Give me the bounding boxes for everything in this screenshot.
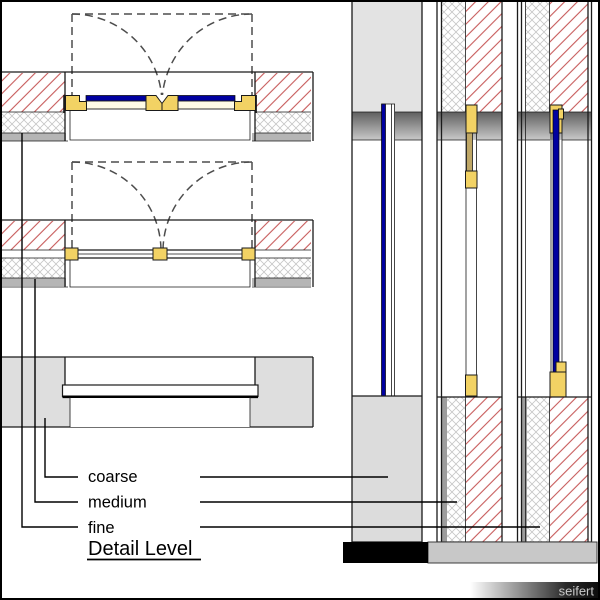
glazing-bar <box>85 95 147 102</box>
medium-section-view <box>436 2 503 543</box>
insulation-hatch <box>255 258 311 278</box>
insulation-hatch <box>2 258 65 278</box>
door-leaf-open-dashed <box>71 161 253 249</box>
insulation-hatch <box>526 2 550 112</box>
insulation-hatch <box>447 397 466 542</box>
layer-boundary <box>525 2 550 542</box>
wall-lower <box>352 396 422 542</box>
wall-edges <box>351 2 423 543</box>
door-leaf-body <box>177 100 236 110</box>
wall-upper <box>352 2 422 112</box>
scale-bar <box>343 542 428 563</box>
frame-block-right <box>241 247 256 261</box>
opening-jambs <box>64 357 256 388</box>
door-leaf-section <box>381 103 386 397</box>
opening-lower <box>70 398 250 427</box>
legend: coarse medium fine Detail Level <box>87 468 201 561</box>
door-swing-arc-right <box>161 13 253 105</box>
opening-reveal <box>69 110 251 141</box>
door-slab <box>61 384 259 398</box>
brick-hatch <box>2 221 65 250</box>
plaster-strip <box>252 278 311 286</box>
plaster-strip <box>252 133 311 141</box>
plaster-strip <box>441 397 447 542</box>
insulation-hatch <box>255 112 311 133</box>
fine-plan-view <box>2 13 314 142</box>
brick-hatch <box>255 73 311 112</box>
brick-hatch <box>466 2 502 112</box>
door-swing-arc-left <box>71 13 163 105</box>
threshold-block <box>549 371 567 398</box>
insulation-hatch <box>527 397 550 542</box>
door-mid-rail <box>465 170 478 189</box>
lintel-border-lines <box>437 111 502 141</box>
frame-head-step <box>558 108 564 120</box>
signature-text: seifert <box>559 584 595 599</box>
frame-block-right <box>234 95 256 111</box>
coarse-section-view <box>351 2 423 543</box>
plaster-strip <box>2 278 66 286</box>
insulation-hatch <box>442 2 466 112</box>
section-views <box>351 2 593 543</box>
frame-block-left <box>64 247 79 261</box>
brick-hatch <box>255 221 311 250</box>
gradient-strip <box>470 582 598 599</box>
door-bottom-rail <box>465 374 478 397</box>
fine-section-view <box>516 2 593 543</box>
label-fine: fine <box>88 519 115 537</box>
wall-edges <box>516 2 593 543</box>
wall-edges <box>436 2 503 543</box>
medium-plan-view <box>2 161 314 288</box>
brick-hatch <box>550 397 588 542</box>
legend-title: Detail Level <box>88 538 193 560</box>
door-swing-arc-left <box>71 161 162 252</box>
meeting-stile-right <box>161 95 179 111</box>
door-leaf-lines <box>550 133 563 397</box>
glazing-bar <box>177 95 236 102</box>
door-swing-arc-right <box>162 161 253 252</box>
opening-reveal <box>69 397 251 427</box>
brick-hatch <box>2 73 65 112</box>
coarse-plan-view <box>2 356 314 428</box>
leader-medium-left <box>34 279 78 503</box>
leader-fine-left <box>21 133 78 528</box>
plan-views <box>2 13 314 428</box>
frame-lines <box>381 103 395 396</box>
wall-layer-lines <box>2 111 311 142</box>
brick-hatch <box>550 2 588 112</box>
door-leaf-body <box>85 100 147 110</box>
floor-strip <box>427 541 598 564</box>
opening-reveal <box>69 258 251 288</box>
frame-head-block <box>465 104 478 134</box>
leader-lines <box>21 133 540 528</box>
meeting-stile-block <box>152 247 168 261</box>
label-coarse: coarse <box>88 468 138 486</box>
plaster-strip <box>521 397 527 542</box>
opening-upper <box>65 357 255 388</box>
frame-block-left <box>65 95 87 111</box>
label-medium: medium <box>88 494 147 512</box>
plaster-strip <box>2 133 66 141</box>
footer: seifert <box>343 541 598 599</box>
leader-coarse-left <box>44 418 78 478</box>
brick-hatch <box>466 397 502 542</box>
lintel-border-lines <box>352 111 422 141</box>
door-top-rail <box>466 132 473 172</box>
jamb-tick <box>63 95 66 113</box>
door-leaf-section <box>552 109 560 373</box>
lintel-border-lines <box>517 111 592 141</box>
insulation-hatch <box>2 112 65 133</box>
door-leaf-open-dashed <box>71 13 253 97</box>
